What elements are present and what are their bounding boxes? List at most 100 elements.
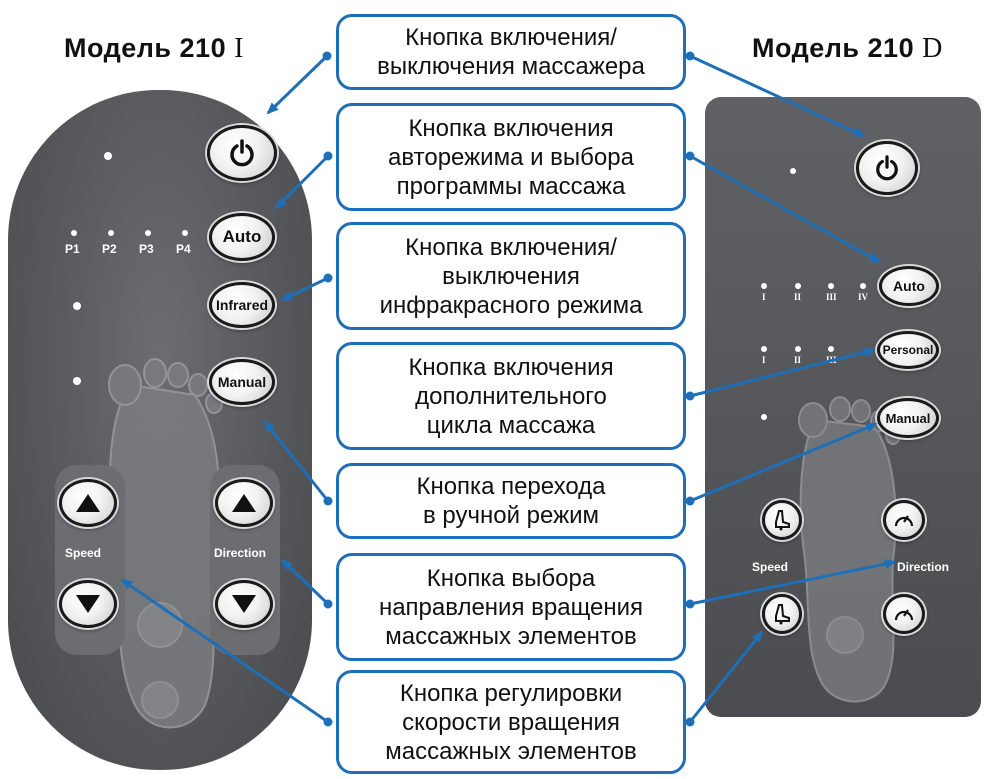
arrow-infrared <box>280 276 329 302</box>
callout-manual: Кнопка перехода в ручной режим <box>336 463 686 539</box>
auto-button-right[interactable]: Auto <box>879 266 939 306</box>
arrow-auto-right <box>689 154 882 264</box>
model-suffix: D <box>922 33 943 64</box>
direction-down-button[interactable] <box>215 580 273 628</box>
manual-led <box>73 377 81 385</box>
callout-line: Кнопка включения/ <box>405 233 617 261</box>
direction-label: Direction <box>214 546 267 560</box>
personal-led-ii <box>795 346 801 352</box>
auto-led-iv <box>860 283 866 289</box>
callout-line: дополнительного <box>415 382 607 410</box>
program-label-p3: P3 <box>139 242 154 256</box>
callout-speed: Кнопка регулировки скорости вращения мас… <box>336 670 686 774</box>
callout-line: Кнопка включения <box>408 353 614 381</box>
foot-icon <box>775 510 790 531</box>
callout-line: Кнопка включения/ <box>405 24 617 51</box>
arrow-direction-left <box>280 558 330 606</box>
power-button[interactable] <box>207 125 277 181</box>
arrow-power-right <box>689 54 866 138</box>
speed-label: Speed <box>65 546 102 560</box>
arrow-personal <box>689 347 876 398</box>
speed-down-button-right[interactable] <box>762 594 802 634</box>
arrow-manual-left <box>263 420 330 502</box>
callout-line: выключения <box>442 262 580 290</box>
infrared-led <box>73 302 81 310</box>
triangle-up-icon <box>232 494 256 512</box>
power-icon <box>230 139 254 167</box>
callout-line: Кнопка регулировки <box>399 679 623 707</box>
arrow-speed-right <box>688 630 764 723</box>
manual-button-right[interactable]: Manual <box>877 398 939 438</box>
power-icon <box>876 155 898 181</box>
personal-button[interactable]: Personal <box>877 331 939 369</box>
program-label-p2: P2 <box>102 242 117 256</box>
callout-line: выключения массажера <box>377 53 645 80</box>
direction-label-right: Direction <box>897 560 950 574</box>
model-title-text: Модель 210 <box>752 33 915 63</box>
auto-led-i <box>761 283 767 289</box>
callout-infrared: Кнопка включения/ выключения инфракрасно… <box>336 222 686 330</box>
program-label-p1: P1 <box>65 242 80 256</box>
foot-icon <box>775 604 790 625</box>
personal-led-i <box>761 346 767 352</box>
auto-led-iii <box>828 283 834 289</box>
callout-line: скорости вращения <box>402 708 620 736</box>
program-led-p2 <box>108 230 114 236</box>
personal-label-i: I <box>762 355 766 365</box>
infrared-button[interactable]: Infrared <box>209 282 275 328</box>
direction-up-button[interactable] <box>215 479 273 527</box>
callout-line: массажных элементов <box>385 737 637 765</box>
callout-personal: Кнопка включения дополнительного цикла м… <box>336 342 686 450</box>
direction-down-button-right[interactable] <box>883 594 925 634</box>
model-title-text: Модель 210 <box>64 33 227 63</box>
arrow-direction-right <box>689 559 897 606</box>
triangle-down-icon <box>76 595 100 613</box>
auto-label-iii: III <box>826 292 837 302</box>
power-button-right[interactable] <box>856 141 918 195</box>
speed-up-button[interactable] <box>59 479 117 527</box>
callout-line: массажных элементов <box>385 622 637 650</box>
callout-line: программы массажа <box>396 172 626 200</box>
program-led-p1 <box>71 230 77 236</box>
callout-line: направления вращения <box>378 593 644 621</box>
program-label-p4: P4 <box>176 242 191 256</box>
callout-line: цикла массажа <box>426 411 596 439</box>
power-led-right <box>790 168 796 174</box>
arrow-speed-left <box>120 578 329 724</box>
callout-auto: Кнопка включения авторежима и выбора про… <box>336 103 686 211</box>
callout-line: инфракрасного режима <box>379 291 643 319</box>
direction-up-button-right[interactable] <box>883 500 925 540</box>
auto-label-iv: IV <box>858 292 869 302</box>
personal-led-iii <box>828 346 834 352</box>
callout-direction: Кнопка выбора направления вращения масса… <box>336 553 686 661</box>
callout-line: в ручной режим <box>422 502 600 529</box>
speed-up-button-right[interactable] <box>762 500 802 540</box>
model-suffix: I <box>234 33 244 64</box>
auto-label-i: I <box>762 292 766 302</box>
gauge-icon <box>894 609 914 621</box>
gauge-icon <box>894 515 914 527</box>
speed-label-right: Speed <box>752 560 789 574</box>
arrow-power-left <box>266 54 329 115</box>
callout-line: Кнопка выбора <box>426 564 596 592</box>
triangle-down-icon <box>232 595 256 613</box>
speed-down-button[interactable] <box>59 580 117 628</box>
model-210-d-title: Модель 210 D <box>752 33 943 65</box>
callout-power: Кнопка включения/ выключения массажера <box>336 14 686 90</box>
arrow-auto-left <box>274 154 330 210</box>
triangle-up-icon <box>76 494 100 512</box>
callout-line: авторежима и выбора <box>388 143 634 171</box>
callout-line: Кнопка перехода <box>416 473 606 500</box>
power-led <box>104 152 112 160</box>
auto-label-ii: II <box>794 292 802 302</box>
arrow-manual-right <box>689 422 878 503</box>
manual-led-right <box>761 414 767 420</box>
program-led-p3 <box>145 230 151 236</box>
program-led-p4 <box>182 230 188 236</box>
personal-label-ii: II <box>794 355 802 365</box>
model-210-i-title: Модель 210 I <box>64 33 244 65</box>
auto-led-ii <box>795 283 801 289</box>
auto-button[interactable]: Auto <box>209 213 275 261</box>
manual-button[interactable]: Manual <box>209 359 275 405</box>
